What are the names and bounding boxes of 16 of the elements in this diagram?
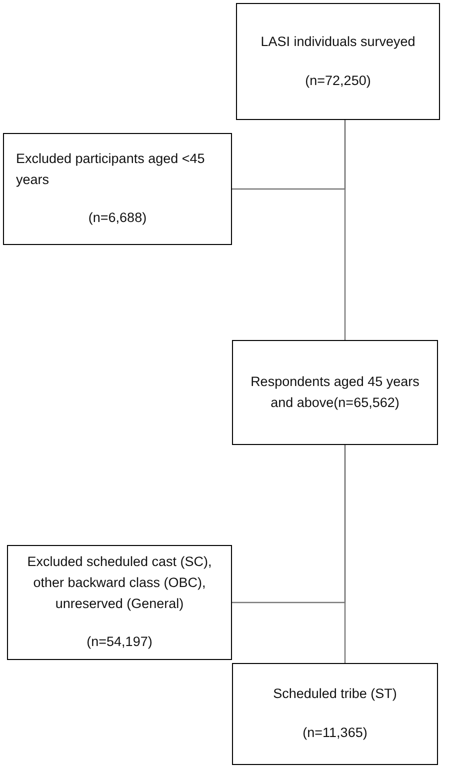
box-text: Respondents aged 45 years and above(n=65,562) bbox=[250, 372, 420, 412]
count-text: (n=72,250) bbox=[305, 72, 371, 90]
box-text: Excluded scheduled cast (SC), other backward class (OBC), unreserved (General) bbox=[26, 552, 213, 613]
box-text: Excluded participants aged <45 years bbox=[16, 150, 206, 189]
process-box bbox=[7, 545, 232, 660]
connector-line bbox=[232, 120, 346, 190]
box-text: LASI individuals surveyed bbox=[260, 32, 416, 51]
count-text: (n=6,688) bbox=[88, 209, 147, 228]
box-text: Scheduled tribe (ST) bbox=[273, 685, 397, 704]
count-text: (n=11,365) bbox=[302, 724, 368, 742]
count-text: (n=54,197) bbox=[86, 633, 152, 652]
process-box bbox=[236, 3, 440, 120]
connector-line bbox=[232, 445, 346, 604]
process-box bbox=[232, 340, 438, 445]
process-box bbox=[3, 133, 232, 245]
process-box bbox=[232, 663, 438, 765]
